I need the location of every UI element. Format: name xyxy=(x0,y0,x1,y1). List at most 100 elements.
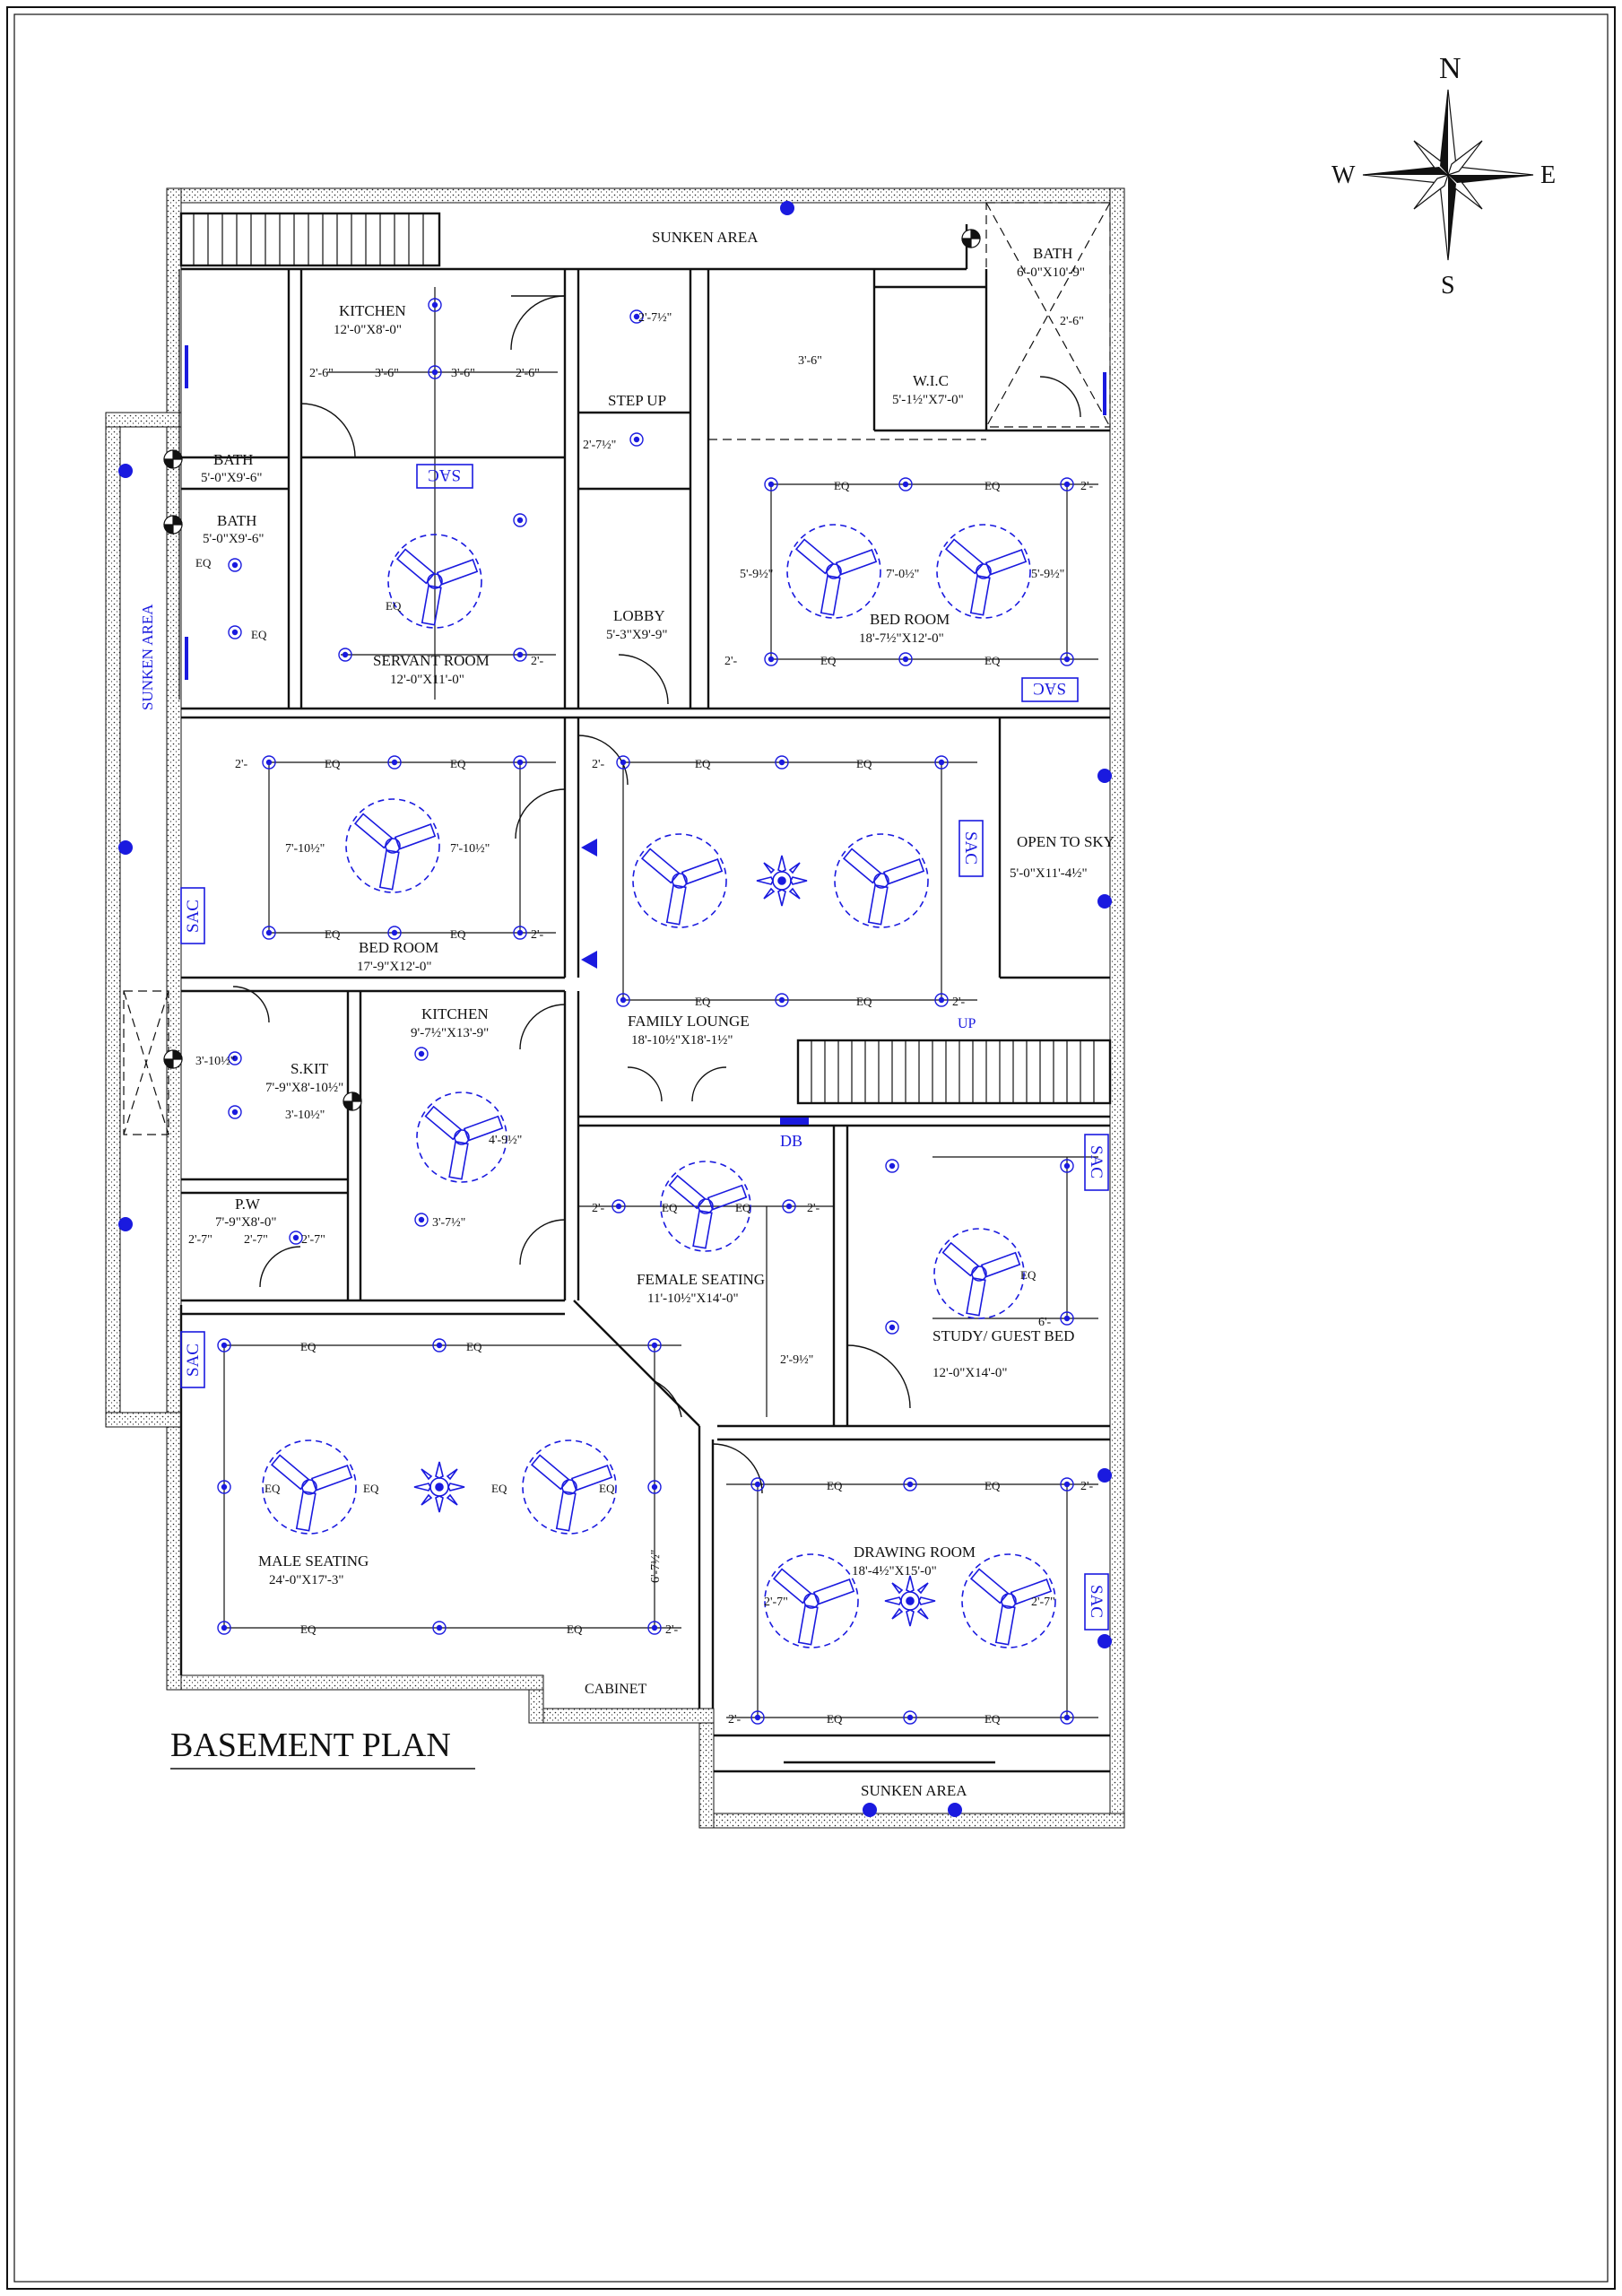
downlight xyxy=(885,1320,899,1335)
interior-walls xyxy=(179,212,1112,1773)
dim: 2'-6" xyxy=(309,367,334,380)
dim-label: 2'- xyxy=(952,996,966,1009)
dim: 4'-9½" xyxy=(489,1134,522,1147)
eq-label: EQ xyxy=(325,757,341,770)
label-servant-room: SERVANT ROOM xyxy=(373,652,490,669)
label-sunken-top: SUNKEN AREA xyxy=(652,229,759,246)
downlight xyxy=(289,1231,303,1245)
downlight xyxy=(903,1477,917,1492)
fan-study xyxy=(933,1228,1025,1319)
downlight xyxy=(750,1710,765,1725)
downlight xyxy=(217,1338,231,1352)
outer-boundary xyxy=(105,187,1125,1829)
eq-label: EQ xyxy=(1020,1268,1037,1282)
label-drawing-room: DRAWING ROOM xyxy=(854,1544,976,1561)
dim: 7'-10½" xyxy=(285,842,325,856)
size-kitchen-top: 12'-0"X8'-0" xyxy=(334,323,402,337)
downlight xyxy=(387,755,402,770)
label-db: DB xyxy=(780,1132,802,1150)
downlight xyxy=(432,1338,447,1352)
fan-female xyxy=(660,1161,751,1252)
downlight xyxy=(775,993,789,1007)
dim: 5'-9½" xyxy=(1031,568,1064,581)
downlight xyxy=(1060,1477,1074,1492)
label-kitchen-top: KITCHEN xyxy=(339,302,406,319)
dim: 2'-7" xyxy=(188,1233,213,1247)
downlight xyxy=(612,1199,626,1213)
size-family-lounge: 18'-10½"X18'-1½" xyxy=(631,1033,733,1048)
fan-kitchen-mid xyxy=(416,1091,507,1183)
downlight xyxy=(647,1480,662,1494)
downlight xyxy=(228,625,242,639)
sac-label: SAC xyxy=(428,465,461,484)
downlight xyxy=(898,477,913,491)
label-s-kit: S.KIT xyxy=(291,1060,329,1077)
chandelier-male xyxy=(413,1461,465,1513)
dim-label: 2'- xyxy=(531,928,544,942)
dim: 3'-10½" xyxy=(285,1109,325,1122)
dim-label: 2'- xyxy=(728,1713,742,1726)
downlight xyxy=(513,755,527,770)
dim: 2'-7" xyxy=(244,1233,268,1247)
sac-label: SAC xyxy=(1087,1585,1106,1618)
downlight xyxy=(616,755,630,770)
downlight xyxy=(647,1621,662,1635)
dim: 7'-10½" xyxy=(450,842,490,856)
eq-label: EQ xyxy=(599,1482,615,1495)
dim: 3'-6" xyxy=(375,367,399,380)
fan-lounge-2 xyxy=(834,833,929,928)
sac-label: SAC xyxy=(1033,679,1066,698)
room-labels: SUNKEN AREA SUNKEN AREA SUNKEN AREA KITC… xyxy=(139,229,1115,1799)
label-bath-1: BATH xyxy=(213,451,253,468)
downlight xyxy=(217,1480,231,1494)
size-wic: 5'-1½"X7'-0" xyxy=(892,393,964,407)
size-s-kit: 7'-9"X8'-10½" xyxy=(265,1081,343,1095)
size-female-seating: 11'-10½"X14'-0" xyxy=(647,1292,739,1306)
size-male-seating: 24'-0"X17'-3" xyxy=(269,1573,343,1587)
downlight xyxy=(1060,1311,1074,1326)
dim: 3'-6" xyxy=(451,367,475,380)
north-arrow-compass: N S W E xyxy=(1331,52,1556,300)
downlight xyxy=(934,755,949,770)
label-bed-ne: BED ROOM xyxy=(870,611,950,628)
dim: 6'- xyxy=(1038,1316,1052,1329)
label-step-up: STEP UP xyxy=(608,392,666,409)
size-pw: 7'-9"X8'-0" xyxy=(215,1215,276,1230)
downlight xyxy=(775,755,789,770)
dim-label: 2'- xyxy=(1080,1480,1094,1493)
downlight xyxy=(432,1621,447,1635)
eq-labels: EQ EQ EQ EQ EQ EQ EQ EQ EQ EQ EQ EQ EQ E… xyxy=(195,479,1037,1726)
downlight xyxy=(629,309,644,324)
compass-south: S xyxy=(1441,272,1455,300)
compass-north: N xyxy=(1439,52,1462,85)
eq-label: EQ xyxy=(300,1622,317,1636)
size-drawing-room: 18'-4½"X15'-0" xyxy=(852,1564,937,1578)
plan-title: BASEMENT PLAN xyxy=(170,1726,451,1764)
dim: 2'-6" xyxy=(1060,315,1084,328)
size-bath-2: 5'-0"X9'-6" xyxy=(203,532,264,546)
eq-label: EQ xyxy=(984,1479,1001,1492)
label-female-seating: FEMALE SEATING xyxy=(637,1271,765,1288)
label-wic: W.I.C xyxy=(913,372,949,389)
downlight xyxy=(513,926,527,940)
label-up: UP xyxy=(958,1016,976,1031)
sheet-border xyxy=(6,6,1616,2290)
size-open-to-sky: 5'-0"X11'-4½" xyxy=(1010,866,1088,881)
size-study: 12'-0"X14'-0" xyxy=(932,1366,1007,1380)
downlight xyxy=(1060,477,1074,491)
label-sunken-bottom: SUNKEN AREA xyxy=(861,1782,967,1799)
label-bed-w: BED ROOM xyxy=(359,939,438,956)
downlight xyxy=(750,1477,765,1492)
fan-lounge-1 xyxy=(632,833,727,928)
eq-label: EQ xyxy=(265,1482,281,1495)
eq-label: EQ xyxy=(827,1712,843,1726)
label-open-to-sky: OPEN TO SKY xyxy=(1017,833,1115,850)
eq-label: EQ xyxy=(251,628,267,641)
eq-label: EQ xyxy=(695,995,711,1008)
label-male-seating: MALE SEATING xyxy=(258,1552,369,1570)
size-bed-w: 17'-9"X12'-0" xyxy=(357,960,431,974)
fan-servant-room xyxy=(387,534,482,629)
downlight xyxy=(513,648,527,662)
downlight xyxy=(782,1199,796,1213)
